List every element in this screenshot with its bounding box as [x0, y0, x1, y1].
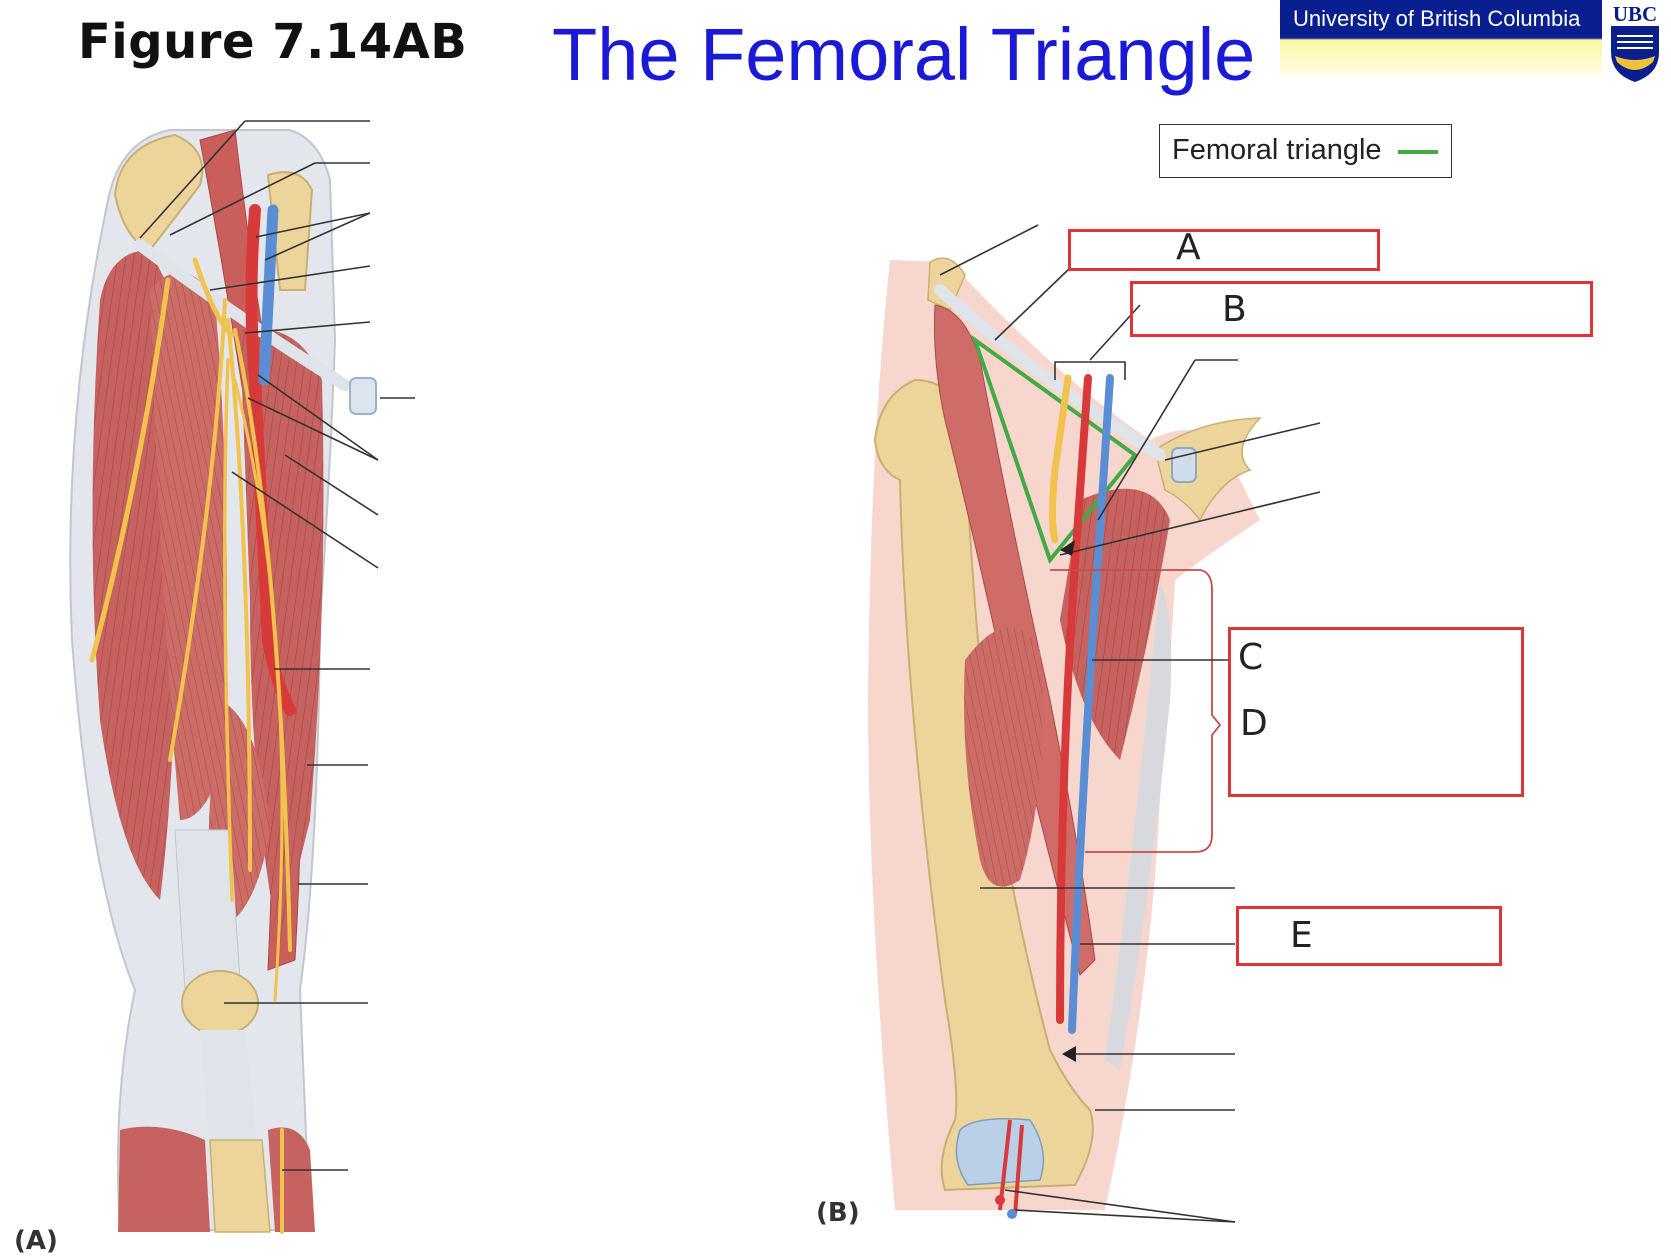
panel-a-nerves: [89, 257, 292, 1234]
page-title: The Femoral Triangle: [552, 13, 1256, 96]
answer-box-e[interactable]: [1236, 906, 1502, 966]
panel-b-gracilis: [1105, 580, 1172, 1070]
panel-a-leg-muscle-lateral: [118, 1126, 210, 1232]
panel-a-tibia: [209, 1139, 271, 1233]
panel-b-vastus-medialis: [964, 627, 1043, 887]
panel-b-vessel-bracket: [1054, 361, 1126, 380]
answer-letter-c: C: [1238, 637, 1264, 678]
university-name: University of British Columbia: [1293, 6, 1581, 31]
panel-a-thigh: [69, 120, 415, 1234]
panel-a-pubic-tubercle: [349, 377, 377, 415]
answer-box-b[interactable]: [1130, 281, 1593, 337]
legend-swatch-femoral-triangle: [1398, 150, 1438, 154]
panel-b-cd-bracket: [1050, 569, 1222, 853]
ubc-crest-icon: [1605, 0, 1665, 84]
panel-a-patellar-ligament: [200, 1030, 258, 1150]
panel-b-vessel-end-artery: [995, 1195, 1005, 1205]
panel-a-rectus-femoris: [150, 272, 228, 820]
panel-b-femoral-nerve: [1049, 374, 1072, 544]
panel-b-arrow-apex: [1060, 540, 1075, 556]
panel-b-arrow-hiatus: [1062, 1046, 1076, 1062]
panel-a-femoral-vein: [258, 204, 279, 386]
panel-a-inguinal-ligament: [134, 239, 351, 391]
panel-b-vessel-end-vein: [1007, 1209, 1017, 1219]
panel-b-femoral-triangle: [971, 334, 1138, 565]
answer-letter-b: B: [1222, 289, 1247, 330]
ubc-logo-text: UBC: [1612, 2, 1658, 26]
answer-letter-d: D: [1240, 703, 1268, 744]
panel-b-label: (B): [816, 1198, 860, 1228]
panel-b-inguinal-ligament: [934, 284, 1166, 461]
panel-a-ilium: [113, 133, 204, 252]
legend-label: Femoral triangle: [1172, 134, 1382, 166]
answer-box-cd[interactable]: [1228, 627, 1524, 797]
panel-a-leg-muscle-medial: [268, 1127, 315, 1232]
panel-a-pubis: [266, 171, 314, 291]
panel-b-distal-vessels: [998, 1119, 1024, 1216]
figure-label: Figure 7.14AB: [78, 14, 468, 70]
panel-b-femoral-condyle-cartilage: [955, 1118, 1045, 1186]
panel-a-leader-lines: [139, 120, 415, 1171]
panel-b-femoral-vein: [1068, 374, 1114, 1034]
answer-letter-a: A: [1176, 227, 1201, 268]
answer-letter-e: E: [1290, 915, 1313, 956]
university-banner: [1280, 0, 1602, 76]
panel-a-label: (A): [14, 1226, 58, 1256]
panel-b-thigh: [868, 224, 1321, 1223]
answer-box-a[interactable]: [1068, 229, 1380, 271]
panel-b-femoral-artery: [1056, 374, 1092, 1024]
panel-b-leader-lines: [939, 224, 1321, 1223]
